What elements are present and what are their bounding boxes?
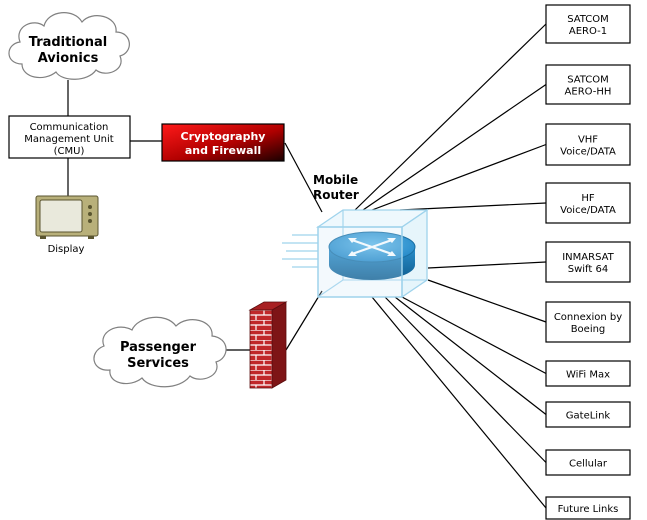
cmu-box: Communication Management Unit (CMU) bbox=[8, 115, 131, 159]
display-device: Display bbox=[35, 195, 99, 255]
link-line-satcom-aero-hh bbox=[362, 84, 547, 211]
link-label-inmarsat-swift-64-1: INMARSAT bbox=[562, 252, 614, 263]
connectors-left bbox=[67, 80, 323, 351]
display-label: Display bbox=[48, 244, 85, 255]
router-icon bbox=[315, 208, 430, 299]
link-label-connexion-by-boeing-1: Connexion by bbox=[554, 312, 622, 323]
link-label-vhf-voice-data-1: VHF bbox=[578, 135, 598, 146]
cmu-line-3: (CMU) bbox=[54, 146, 85, 157]
link-list: SATCOMAERO-1SATCOMAERO-HHVHFVoice/DATAHF… bbox=[545, 4, 631, 520]
passenger-services-line-1: Passenger bbox=[120, 340, 197, 355]
cmu-line-2: Management Unit bbox=[24, 134, 113, 145]
link-label-satcom-aero-1-2: AERO-1 bbox=[569, 26, 607, 37]
link-label-satcom-aero-hh-2: AERO-HH bbox=[565, 87, 612, 98]
traditional-avionics-cloud: Traditional Avionics bbox=[8, 12, 130, 80]
link-line-connexion-by-boeing bbox=[427, 279, 547, 323]
link-box-future-links: Future Links bbox=[545, 496, 631, 520]
link-box-wifi-max: WiFi Max bbox=[545, 360, 631, 387]
link-line-hf-voice-data bbox=[399, 202, 547, 211]
link-label-satcom-aero-1-1: SATCOM bbox=[567, 14, 609, 25]
mobile-router-label-2: Router bbox=[313, 188, 359, 202]
passenger-services-cloud: Passenger Services bbox=[93, 316, 227, 388]
traditional-avionics-line-1: Traditional bbox=[29, 35, 107, 50]
brick-wall-icon bbox=[248, 301, 288, 389]
passenger-services-line-2: Services bbox=[127, 356, 189, 371]
link-line-vhf-voice-data bbox=[371, 143, 547, 211]
link-label-gatelink-1: GateLink bbox=[566, 411, 611, 422]
link-label-vhf-voice-data-2: Voice/DATA bbox=[560, 147, 616, 158]
cmu-line-1: Communication bbox=[30, 122, 109, 133]
cloud-icon bbox=[93, 316, 227, 388]
link-label-connexion-by-boeing-2: Boeing bbox=[571, 324, 606, 335]
link-line-wifi-max bbox=[401, 296, 547, 375]
motion-lines bbox=[282, 234, 318, 268]
link-box-gatelink: GateLink bbox=[545, 401, 631, 428]
link-label-hf-voice-data-1: HF bbox=[581, 193, 595, 204]
cloud-icon bbox=[8, 12, 130, 80]
link-line-cellular bbox=[384, 296, 547, 463]
mobile-router-label-1: Mobile bbox=[313, 173, 358, 187]
link-line-gatelink bbox=[394, 296, 547, 415]
link-label-satcom-aero-hh-1: SATCOM bbox=[567, 75, 609, 86]
link-label-cellular-1: Cellular bbox=[569, 459, 608, 470]
cryptography-firewall-box: Cryptography and Firewall bbox=[161, 123, 285, 162]
link-label-inmarsat-swift-64-2: Swift 64 bbox=[568, 264, 608, 275]
link-label-wifi-max-1: WiFi Max bbox=[566, 370, 610, 381]
link-line-inmarsat-swift-64 bbox=[427, 261, 547, 269]
link-line-satcom-aero-1 bbox=[354, 23, 547, 211]
link-box-cellular: Cellular bbox=[545, 449, 631, 476]
traditional-avionics-line-2: Avionics bbox=[38, 51, 99, 66]
link-label-hf-voice-data-2: Voice/DATA bbox=[560, 205, 616, 216]
link-connectors bbox=[354, 23, 547, 509]
link-line-future-links bbox=[371, 296, 547, 509]
crypto-line-1: Cryptography bbox=[181, 130, 266, 143]
link-label-future-links-1: Future Links bbox=[558, 504, 619, 515]
crypto-line-2: and Firewall bbox=[185, 144, 261, 157]
crt-monitor-icon bbox=[35, 195, 99, 239]
